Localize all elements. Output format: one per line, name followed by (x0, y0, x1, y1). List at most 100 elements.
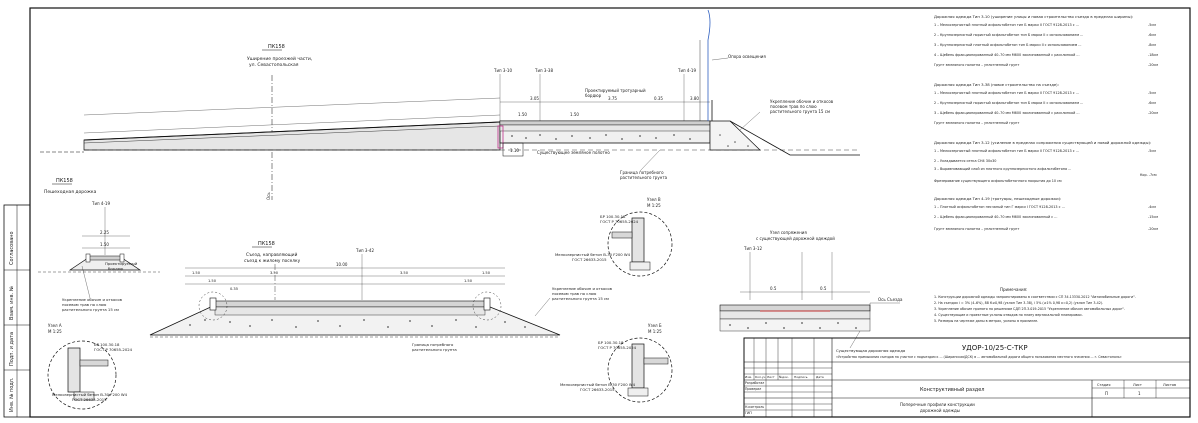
main-type-label-2: Тип 3-38 (534, 68, 553, 73)
center-dim-2: 1.50 (192, 271, 201, 275)
sidewalk-sub-1: Проектируемый (105, 261, 138, 266)
notes-block1-val4: -18см (1148, 53, 1158, 57)
center-note-3: растительного грунта 15 см (552, 296, 609, 301)
tb-role-5: Н.контроль (745, 405, 764, 409)
node-b-title: Узел Б (648, 323, 662, 328)
junction-right-label: Ось Съезда (878, 297, 903, 302)
junction-bottom-label: Существующая дорожная одежда (836, 348, 905, 353)
main-dim-3: 0.35 (654, 96, 663, 101)
sidewalk-caption: Пешеходная дорожка (44, 189, 97, 195)
main-dim-7: 1.10 (510, 148, 519, 153)
junction-title-1: Узел сопряжения (770, 230, 807, 235)
notes-block1-line5: Грунт земляного полотна – уплотненный гр… (934, 63, 1019, 67)
center-note-1: Укрепление обочин и откосов (552, 286, 613, 291)
frame-label-agreed: Согласовано (9, 231, 15, 265)
notes-block1-line4: 4 – Щебень фракционированный 40–70 мм М6… (934, 53, 1080, 57)
center-title-1: Съезд, направляющий (246, 251, 298, 258)
main-axis-label: Ось (266, 192, 271, 200)
node-v: Узел В М 1:25 БР 100.30.18 ГОСТ Р 70655-… (555, 197, 673, 277)
main-pk-label: ПК158 (268, 44, 285, 50)
tb-hdr-sheets: Листов (1163, 383, 1176, 387)
center-dim-8: 0.35 (230, 287, 238, 291)
notes-block2-title: Дорожная одежда Тип 3-38 (новое строител… (934, 82, 1059, 87)
tb-description: «Устройство примыкания съездов на участк… (836, 355, 1122, 359)
notes-block4-line2: 2 – Щебень фракционированный 40–70 мм М6… (934, 215, 1057, 219)
sidewalk-note-3: растительного грунта 15 см (62, 307, 119, 312)
node-b-scale: М 1:25 (648, 329, 662, 334)
tb-hdr-sheet: Лист (1133, 383, 1142, 387)
tb-role-6: ГИП (745, 411, 752, 415)
main-slope-note-1: Укрепление обочин и откосов (770, 99, 834, 104)
tb-hdr-kol: Кол.уч (755, 375, 766, 379)
remarks-line-2: 2. На съездах i = 3% (4–6%), 88 К≥0,98 (… (934, 301, 1103, 305)
node-v-beton-2: ГОСТ 26633-2015 (572, 257, 607, 262)
main-boundary-2: растительного грунта (620, 175, 668, 180)
sidewalk-type: Тип 4-19 (91, 201, 110, 206)
remarks-line-1: 1. Конструкции дорожной одежды запроекти… (934, 295, 1136, 299)
center-dim-3: 3.50 (270, 271, 279, 275)
frame-label-sign: Подп. и дата (9, 332, 15, 366)
tb-code: УДОР-10/25-С-ТКР (962, 344, 1028, 352)
node-v-bk: БР 100.30.18 (600, 214, 626, 219)
notes-block2-val2: -6см (1148, 101, 1156, 105)
main-boundary-1: Граница потребного (620, 170, 664, 175)
sidewalk-note-1: Укрепление обочин и откосов (62, 297, 123, 302)
center-title-2: съезд к жилому поселку (244, 259, 301, 264)
notes-block4-line3: Грунт земляного полотна – уплотненный гр… (934, 227, 1019, 231)
node-a: Узел А М 1:25 БР 100.30.18 ГОСТ Р 70655-… (47, 323, 133, 410)
tb-hdr-list: Лист (767, 375, 775, 379)
notes-block1-val2: -6см (1148, 33, 1156, 37)
tb-hdr-doc: №док. (779, 375, 789, 379)
tb-sheet-value: 1 (1138, 391, 1141, 396)
node-b-bk: БР 100.30.18 (598, 340, 624, 345)
notes-block2-line2: 2 – Крупнозернистый пористый асфальтобет… (934, 101, 1083, 105)
junction-type: Тип 3-12 (743, 246, 762, 251)
junction-dim-2: 0.5 (820, 286, 827, 291)
notes-block3-line1: 1 – Мелкозернистый плотный асфальтобетон… (934, 149, 1079, 153)
sidewalk-note-2: посевом трав по слою (62, 302, 106, 307)
remarks-line-3: 3. Укрепление обочин принято по решениям… (934, 307, 1125, 311)
node-v-beton-1: Мелкозернистый бетон В-30 F200 W4 (555, 252, 631, 257)
remarks-line-4: 4. Существующие и проектные уклоны отвод… (934, 313, 1083, 317)
notes-block2-line1: 1 – Мелкозернистый плотный асфальтобетон… (934, 91, 1079, 95)
notes-block1-line1: 1 – Мелкозернистый плотный асфальтобетон… (934, 23, 1079, 27)
main-dim-1: 3.05 (530, 96, 539, 101)
node-v-title: Узел В (647, 197, 661, 202)
notes-block3-line3: 3 – Выравнивающий слой из плотного крупн… (934, 167, 1071, 171)
notes-block2-line3: 3 – Щебень фракционированный 40–70 мм М6… (934, 111, 1080, 115)
center-type: Тип 3-42 (355, 248, 374, 253)
notes-block4-val2: -15см (1148, 215, 1158, 219)
notes-block2-val3: -20см (1148, 111, 1158, 115)
center-bottom-note-1: Граница потребного (412, 342, 454, 347)
sidewalk-sub-2: бордюр (108, 266, 124, 271)
notes-block1-val3: -8см (1148, 43, 1156, 47)
tb-hdr-sign: Подпись (794, 375, 808, 379)
notes-block4-val3: -20см (1148, 227, 1158, 231)
main-pillar-label: Опора освещения (728, 54, 766, 59)
notes-block4-val1: -4см (1148, 205, 1156, 209)
notes-block3-line2: 2 – Укладывается сетка СН4 30х30 (934, 159, 996, 163)
center-section: ПК158 Съезд, направляющий съезд к жилому… (149, 241, 613, 352)
node-b-gost: ГОСТ Р 70655-2024 (598, 345, 637, 350)
node-v-gost: ГОСТ Р 70655-2024 (600, 219, 639, 224)
remarks-title: Примечания: (1000, 287, 1027, 292)
pavement-notes: Дорожная одежда Тип 3-10 (уширение улицы… (934, 14, 1158, 231)
node-a-scale: М 1:25 (48, 329, 62, 334)
main-street-line1: Ушиpение проезжей части, (247, 55, 312, 62)
notes-block3-line4: Фрезерование существующего асфальтобетон… (934, 179, 1062, 183)
notes-block1-val5: -20см (1148, 63, 1158, 67)
main-curb-note-2: бордюр (585, 93, 602, 98)
frame-label-inv: Инв. № подл. (9, 377, 15, 412)
main-dim-4: 3.80 (690, 96, 699, 101)
main-dim-2: 3.75 (608, 96, 617, 101)
main-cross-section: ПК158 Ушиpение проезжей части, ул. Севас… (40, 9, 860, 200)
tb-sheet-title-1: Поперечные профили конструкции (900, 402, 975, 407)
notes-block4-line1: 1 – Плотный асфальтобетон песчаный тип Г… (934, 205, 1065, 209)
notes-block3-val1: -5см (1148, 149, 1156, 153)
node-b-beton-1: Мелкозернистый бетон В-30 F200 W4 (560, 382, 636, 387)
main-dim-5: 1.50 (518, 112, 527, 117)
main-foundation-label: Существующее земляное полотно (537, 150, 610, 155)
center-pk: ПК158 (258, 241, 275, 247)
